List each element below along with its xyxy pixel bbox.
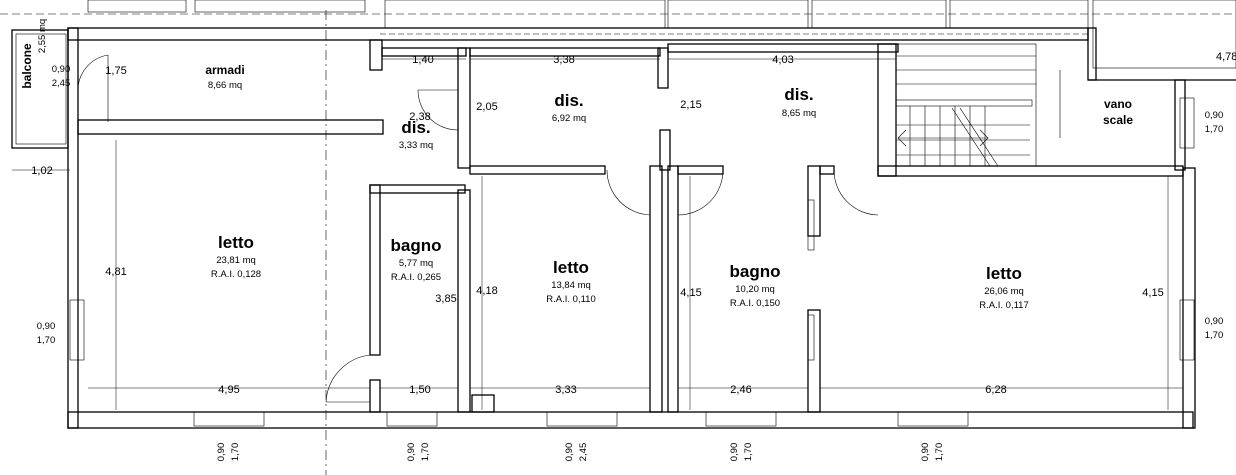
opening-bottom-5-w: 0,90: [920, 443, 931, 462]
dimension-labels: 1,40 3,38 4,03 4,78 1,75 2,38 2,05 2,15 …: [31, 51, 1236, 396]
dim-1-40: 1,40: [412, 54, 433, 66]
room-name-letto-1: letto: [218, 233, 254, 252]
dim-3-85: 3,85: [435, 293, 456, 305]
dim-4-95: 4,95: [218, 384, 239, 396]
dim-4-18: 4,18: [476, 285, 497, 297]
opening-bottom-1-h: 1,70: [230, 443, 241, 462]
room-rai-letto-1: R.A.I. 0,128: [211, 269, 261, 280]
opening-right-h: 1,70: [1205, 330, 1224, 341]
room-rai-bagno-2: R.A.I. 0,150: [730, 298, 780, 309]
opening-bottom-2-w: 0,90: [406, 443, 417, 462]
dim-1-02: 1,02: [31, 165, 52, 177]
room-name-bagno-1: bagno: [391, 236, 442, 255]
room-name-vano-1: vano: [1104, 97, 1132, 111]
room-area-dis-2: 6,92 mq: [552, 113, 586, 124]
dim-4-15-b: 4,15: [1142, 287, 1163, 299]
room-area-letto-1: 23,81 mq: [216, 255, 256, 266]
opening-bottom-4-w: 0,90: [729, 443, 740, 462]
dim-3-33: 3,33: [555, 384, 576, 396]
room-area-bagno-2: 10,20 mq: [735, 284, 775, 295]
windows: [69, 97, 1195, 427]
dim-2-15: 2,15: [680, 99, 701, 111]
opening-bottom-4-h: 1,70: [743, 443, 754, 462]
dim-1-75: 1,75: [105, 65, 126, 77]
room-name-dis-1: dis.: [401, 118, 430, 137]
room-name-letto-3: letto: [986, 264, 1022, 283]
dim-4-81: 4,81: [105, 266, 126, 278]
dim-4-03: 4,03: [772, 54, 793, 66]
room-area-dis-3: 8,65 mq: [782, 108, 816, 119]
room-name-letto-2: letto: [553, 258, 589, 277]
room-rai-letto-3: R.A.I. 0,117: [979, 300, 1028, 311]
room-area-bagno-1: 5,77 mq: [399, 258, 433, 269]
opening-right-w: 0,90: [1205, 316, 1224, 327]
room-area-letto-2: 13,84 mq: [551, 280, 591, 291]
room-name-armadi: armadi: [205, 63, 244, 77]
room-rai-bagno-1: R.A.I. 0,265: [391, 272, 441, 283]
dim-6-28: 6,28: [985, 384, 1006, 396]
room-name-balcone: balcone: [20, 43, 34, 89]
exterior-walls: [11, 27, 1236, 429]
opening-vano-h: 1,70: [1205, 124, 1224, 135]
room-rai-letto-2: R.A.I. 0,110: [546, 294, 595, 305]
opening-bottom-5-h: 1,70: [934, 443, 945, 462]
room-area-armadi: 8,66 mq: [208, 80, 242, 91]
dimension-lines: [12, 58, 1183, 410]
opening-left-h: 1,70: [37, 335, 56, 346]
opening-bottom-3-w: 0,90: [564, 443, 575, 462]
room-name-dis-3: dis.: [784, 85, 813, 104]
room-area-letto-3: 26,06 mq: [984, 286, 1024, 297]
opening-bottom-1-w: 0,90: [216, 443, 227, 462]
room-area-dis-1: 3,33 mq: [399, 140, 433, 151]
door-swings: [77, 54, 879, 403]
opening-balcony-h: 2,45: [52, 78, 71, 89]
opening-bottom-2-h: 1,70: [420, 443, 431, 462]
room-area-balcone: 2,55 mq: [37, 19, 48, 53]
opening-bottom-3-h: 2,45: [578, 443, 589, 462]
interior-walls: [77, 39, 1184, 413]
room-name-vano-2: scale: [1103, 113, 1133, 127]
dim-4-78: 4,78: [1216, 51, 1236, 63]
opening-labels: 0,90 2,45 0,90 1,70 0,90 1,70 0,90 1,70 …: [37, 64, 1224, 461]
dim-1-50: 1,50: [409, 384, 430, 396]
room-name-dis-2: dis.: [554, 91, 583, 110]
dim-2-38: 2,38: [409, 111, 430, 123]
opening-vano-w: 0,90: [1205, 110, 1224, 121]
room-name-bagno-2: bagno: [730, 262, 781, 281]
dim-4-15-a: 4,15: [680, 287, 701, 299]
staircase: [895, 43, 1061, 167]
opening-balcony-w: 0,90: [52, 64, 71, 75]
dim-2-46: 2,46: [730, 384, 751, 396]
dim-2-05: 2,05: [476, 101, 497, 113]
opening-left-w: 0,90: [37, 321, 56, 332]
dim-3-38: 3,38: [553, 54, 574, 66]
